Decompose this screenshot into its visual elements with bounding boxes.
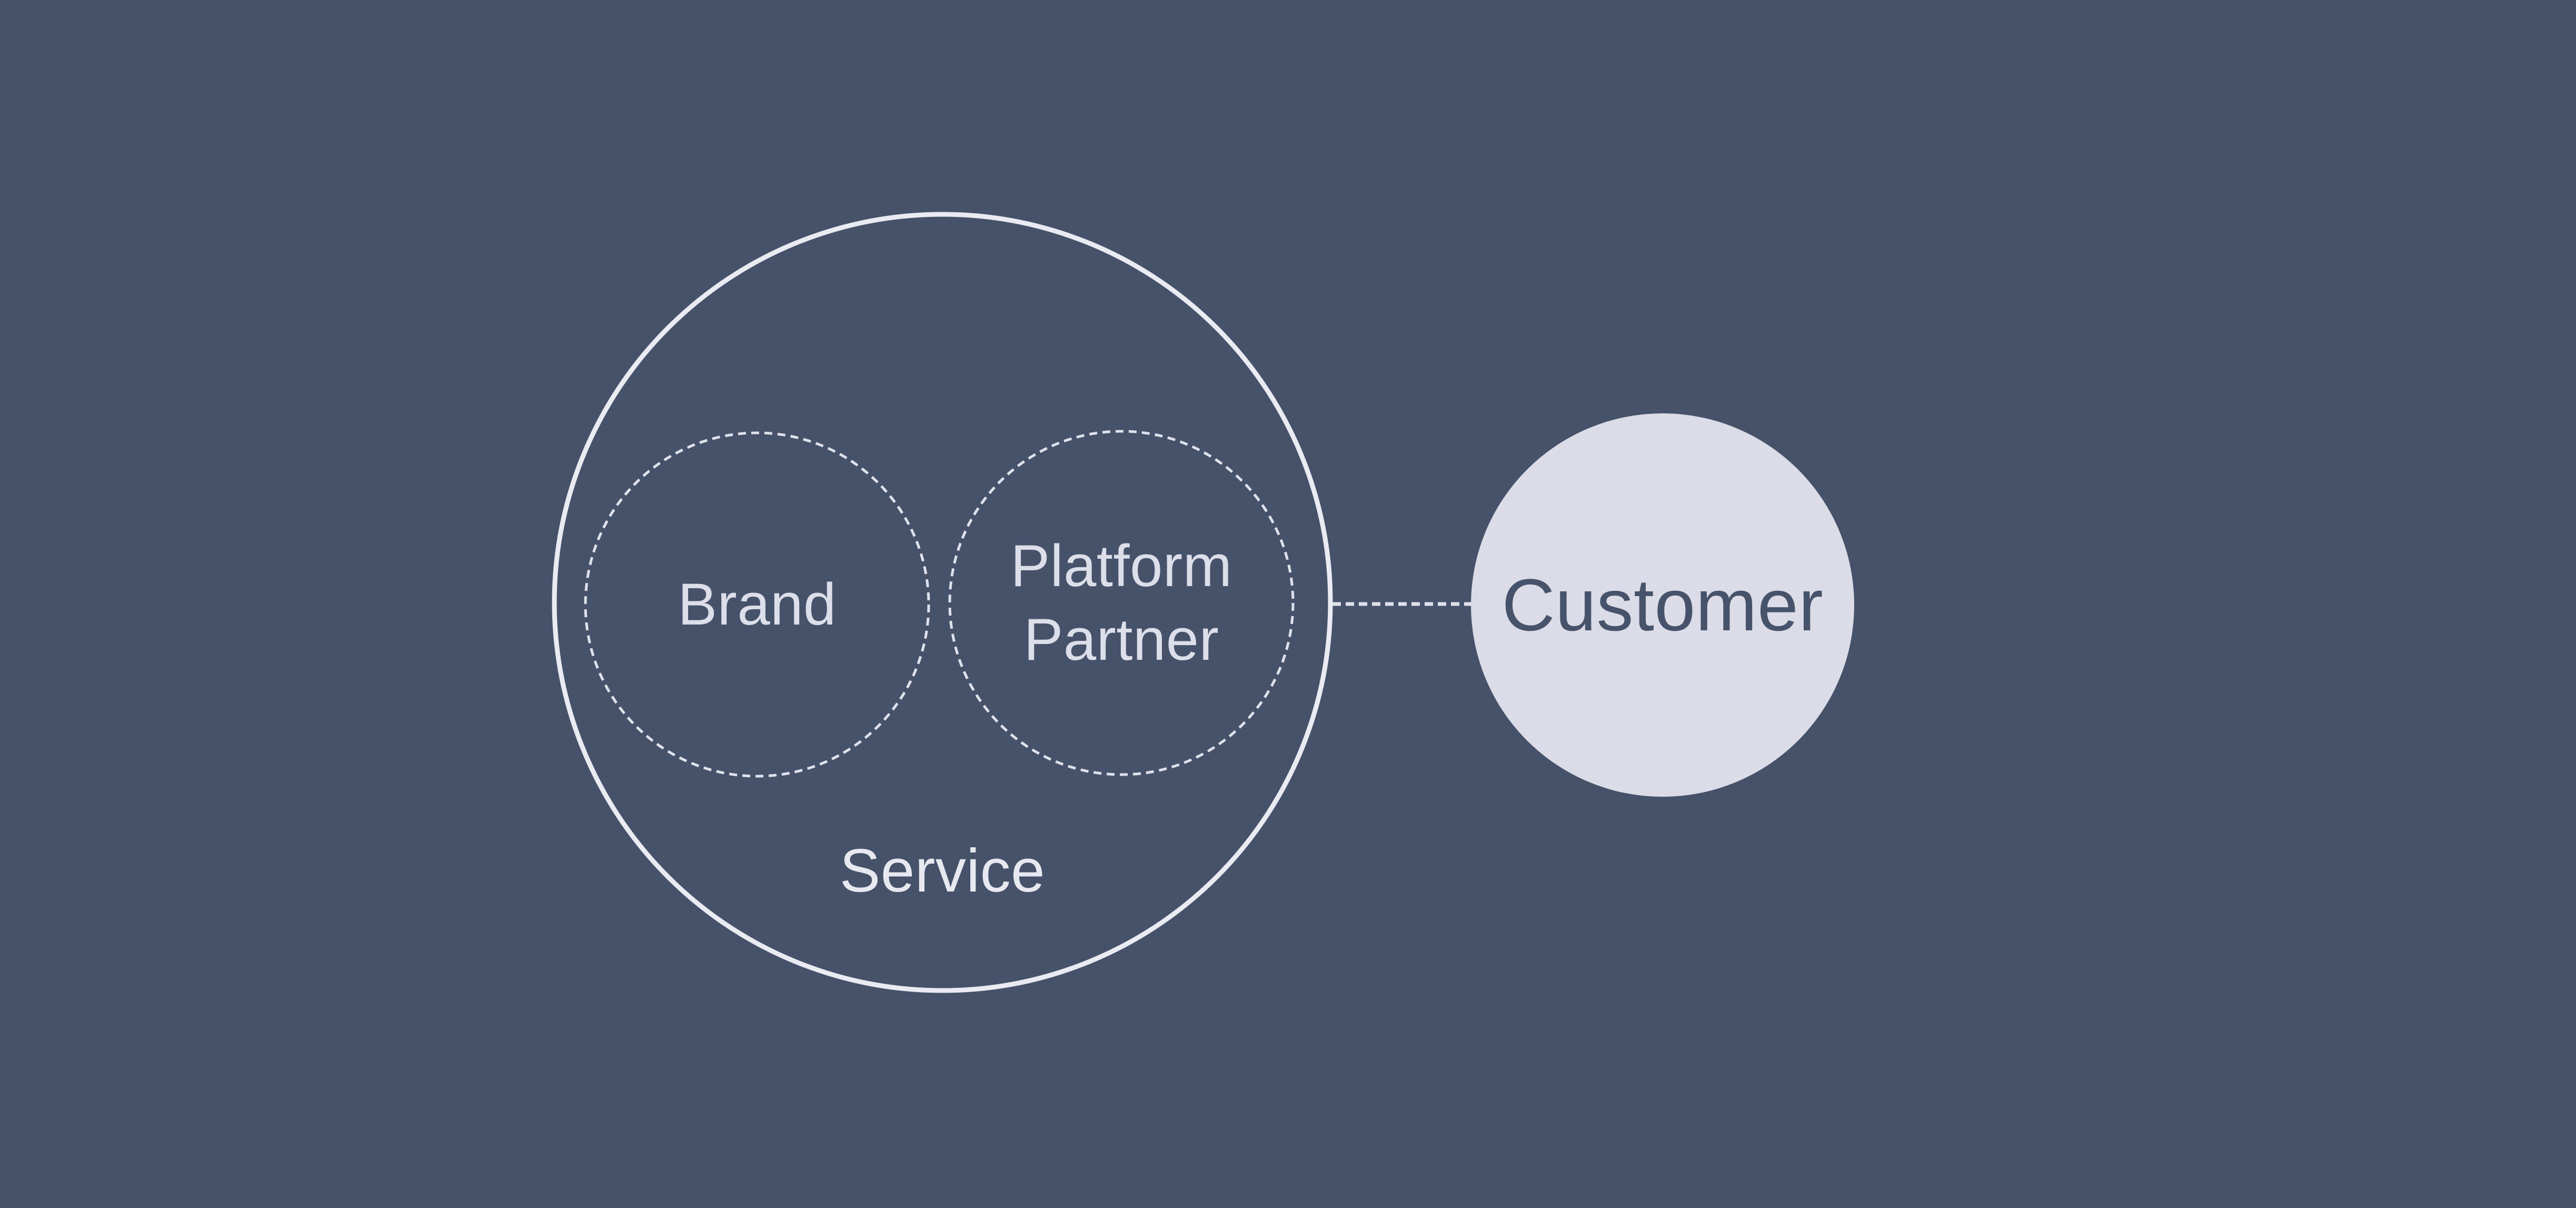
platform-partner-circle-dashed [948,430,1295,776]
service-circle-outline [552,212,1333,993]
brand-label: Brand [678,571,837,637]
platform-partner-label: Platform Partner [1010,533,1232,672]
service-label: Service [839,836,1046,905]
customer-label: Customer [1501,563,1824,646]
customer-circle-filled [1471,413,1854,797]
brand-circle-dashed [584,431,930,778]
